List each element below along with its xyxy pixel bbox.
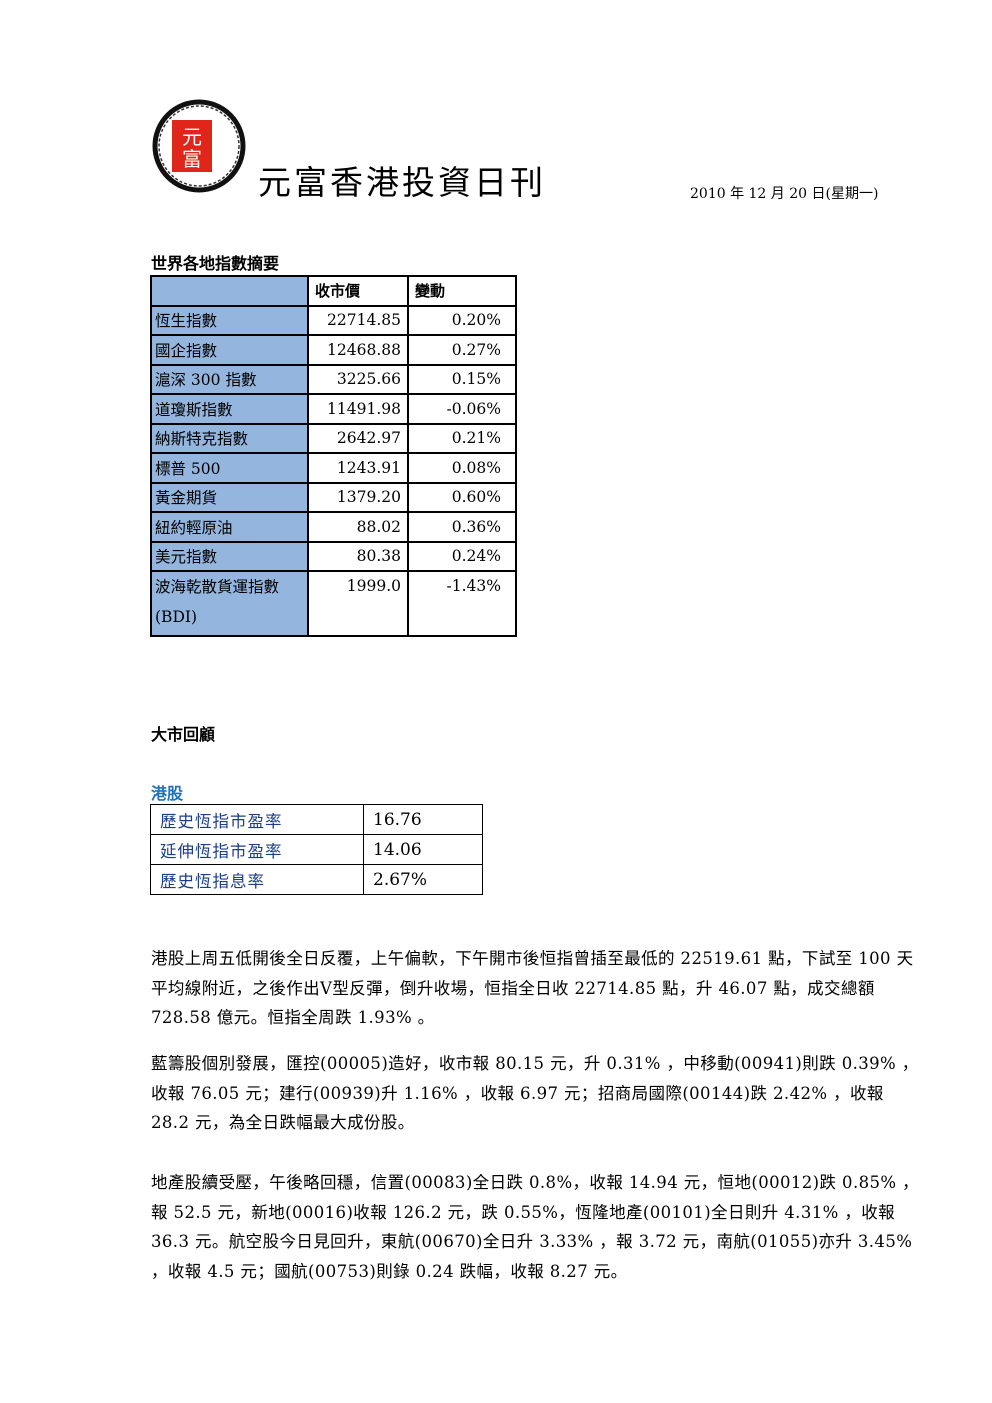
index-summary-table: 收市價 變動 恆生指數 22714.85 0.20% 國企指數 12468.88… bbox=[150, 275, 517, 637]
index-name: 納斯特克指數 bbox=[150, 422, 309, 454]
index-name: 標普 500 bbox=[150, 452, 309, 484]
ratio-label: 歷史恆指息率 bbox=[150, 864, 364, 895]
index-close: 2642.97 bbox=[307, 422, 409, 454]
index-close: 11491.98 bbox=[307, 393, 409, 425]
company-logo-seal: 元 富 bbox=[152, 99, 246, 193]
index-name: 波海乾散貨運指數 (BDI) bbox=[150, 570, 309, 637]
market-paragraph-2: 藍籌股個別發展，匯控(00005)造好，收市報 80.15 元，升 0.31% … bbox=[151, 1054, 919, 1132]
ratio-value: 2.67% bbox=[363, 864, 483, 895]
index-name: 美元指數 bbox=[150, 540, 309, 572]
table-row: 國企指數 12468.88 0.27% bbox=[150, 334, 517, 366]
svg-text:富: 富 bbox=[182, 147, 202, 171]
index-close: 80.38 bbox=[307, 540, 409, 572]
column-header-close: 收市價 bbox=[307, 275, 409, 307]
index-close: 22714.85 bbox=[307, 304, 409, 336]
index-summary-heading: 世界各地指數摘要 bbox=[151, 254, 280, 273]
ratio-label: 歷史恆指市盈率 bbox=[150, 804, 364, 835]
table-row: 道瓊斯指數 11491.98 -0.06% bbox=[150, 393, 517, 425]
ratio-label: 延伸恆指市盈率 bbox=[150, 834, 364, 865]
index-change: 0.15% bbox=[407, 363, 517, 395]
index-name: 道瓊斯指數 bbox=[150, 393, 309, 425]
index-change: -0.06% bbox=[407, 393, 517, 425]
index-change: 0.21% bbox=[407, 422, 517, 454]
table-header-row: 收市價 變動 bbox=[150, 275, 517, 307]
index-close: 3225.66 bbox=[307, 363, 409, 395]
report-date: 2010 年 12 月 20 日(星期一) bbox=[690, 186, 879, 202]
svg-text:元: 元 bbox=[182, 125, 202, 149]
ratio-value: 16.76 bbox=[363, 804, 483, 835]
index-close: 1379.20 bbox=[307, 481, 409, 513]
market-paragraph-1: 港股上周五低開後全日反覆，上午偏軟，下午開市後恒指曾插至最低的 22519.61… bbox=[151, 949, 914, 1027]
index-name: 國企指數 bbox=[150, 334, 309, 366]
index-change: 0.27% bbox=[407, 334, 517, 366]
header-blank-cell bbox=[150, 275, 309, 307]
index-name-line1: 波海乾散貨運指數 bbox=[155, 578, 280, 596]
table-row: 恆生指數 22714.85 0.20% bbox=[150, 304, 517, 336]
table-row: 黃金期貨 1379.20 0.60% bbox=[150, 481, 517, 513]
table-row: 美元指數 80.38 0.24% bbox=[150, 540, 517, 572]
hk-ratio-table: 歷史恆指市盈率 16.76 延伸恆指市盈率 14.06 歷史恆指息率 2.67% bbox=[150, 804, 483, 895]
table-row: 歷史恆指息率 2.67% bbox=[150, 864, 483, 895]
index-close: 12468.88 bbox=[307, 334, 409, 366]
table-row: 波海乾散貨運指數 (BDI) 1999.0 -1.43% bbox=[150, 570, 517, 637]
index-name: 恆生指數 bbox=[150, 304, 309, 336]
index-change: 0.24% bbox=[407, 540, 517, 572]
index-change: -1.43% bbox=[407, 570, 517, 637]
index-name-line2: (BDI) bbox=[155, 608, 198, 626]
index-close: 1999.0 bbox=[307, 570, 409, 637]
index-change: 0.08% bbox=[407, 452, 517, 484]
hk-stocks-subheading: 港股 bbox=[151, 784, 184, 803]
table-row: 納斯特克指數 2642.97 0.21% bbox=[150, 422, 517, 454]
column-header-change: 變動 bbox=[407, 275, 517, 307]
index-name: 黃金期貨 bbox=[150, 481, 309, 513]
table-row: 歷史恆指市盈率 16.76 bbox=[150, 804, 483, 835]
index-name: 紐約輕原油 bbox=[150, 511, 309, 543]
index-change: 0.20% bbox=[407, 304, 517, 336]
table-row: 紐約輕原油 88.02 0.36% bbox=[150, 511, 517, 543]
index-close: 1243.91 bbox=[307, 452, 409, 484]
market-paragraph-3: 地產股續受壓，午後略回穩，信置(00083)全日跌 0.8%，收報 14.94 … bbox=[151, 1173, 920, 1281]
table-row: 標普 500 1243.91 0.08% bbox=[150, 452, 517, 484]
index-change: 0.36% bbox=[407, 511, 517, 543]
ratio-value: 14.06 bbox=[363, 834, 483, 865]
table-row: 滬深 300 指數 3225.66 0.15% bbox=[150, 363, 517, 395]
index-change: 0.60% bbox=[407, 481, 517, 513]
market-review-heading: 大市回顧 bbox=[151, 725, 216, 744]
index-close: 88.02 bbox=[307, 511, 409, 543]
page-title: 元富香港投資日刊 bbox=[258, 163, 546, 202]
index-name: 滬深 300 指數 bbox=[150, 363, 309, 395]
table-row: 延伸恆指市盈率 14.06 bbox=[150, 834, 483, 865]
